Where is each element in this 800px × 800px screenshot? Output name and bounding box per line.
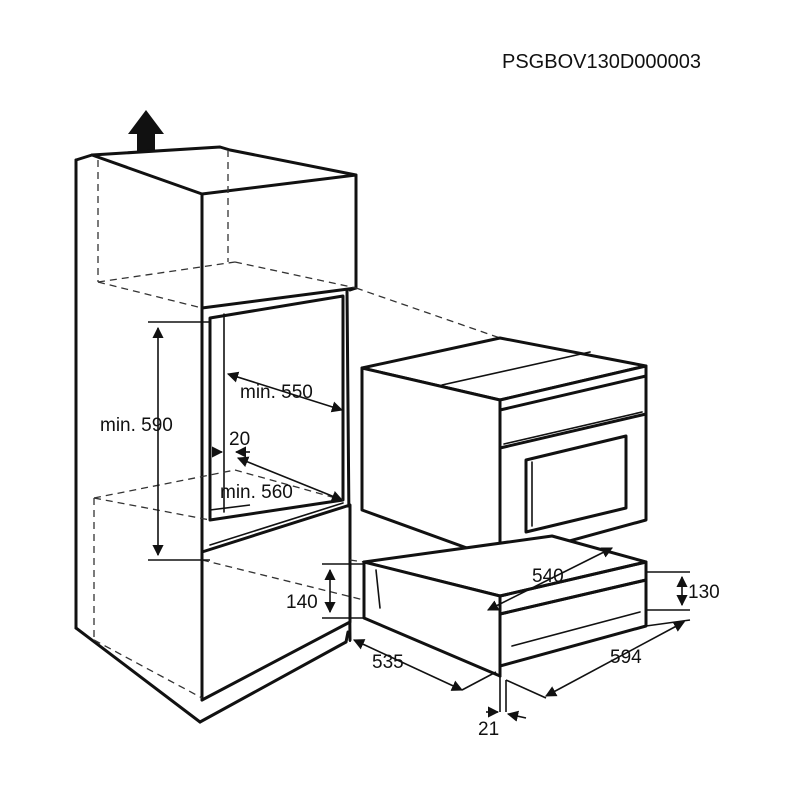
dimension-width-min: min. 550 bbox=[226, 371, 344, 413]
label-min-550: min. 550 bbox=[240, 382, 313, 403]
label-540: 540 bbox=[532, 566, 564, 587]
label-535: 535 bbox=[372, 652, 404, 673]
dimension-depth-min: min. 560 bbox=[209, 456, 344, 511]
dimension-drawer-depth-body: 540 bbox=[486, 547, 614, 611]
warming-drawer bbox=[362, 534, 648, 678]
dimension-gap: 20 bbox=[211, 429, 250, 458]
dimension-drawer-width: 594 bbox=[505, 619, 691, 699]
up-arrow-icon bbox=[128, 110, 164, 152]
label-min-590: min. 590 bbox=[100, 415, 173, 436]
label-min-560: min. 560 bbox=[220, 482, 293, 503]
compact-oven bbox=[360, 336, 648, 562]
dimension-front-thickness: 21 bbox=[478, 676, 527, 740]
dimension-drawer-body-height: 130 bbox=[646, 571, 720, 611]
dimension-drawer-front-height: 140 bbox=[286, 563, 364, 619]
label-594: 594 bbox=[610, 647, 642, 668]
dimension-height-min: min. 590 bbox=[100, 321, 210, 561]
tall-cabinet bbox=[74, 145, 501, 724]
dimension-drawer-depth-cut: 535 bbox=[349, 632, 497, 691]
label-140: 140 bbox=[286, 592, 318, 613]
document-code: PSGBOV130D000003 bbox=[502, 51, 701, 73]
label-130: 130 bbox=[688, 582, 720, 603]
label-20: 20 bbox=[229, 429, 250, 450]
label-21: 21 bbox=[478, 719, 499, 740]
